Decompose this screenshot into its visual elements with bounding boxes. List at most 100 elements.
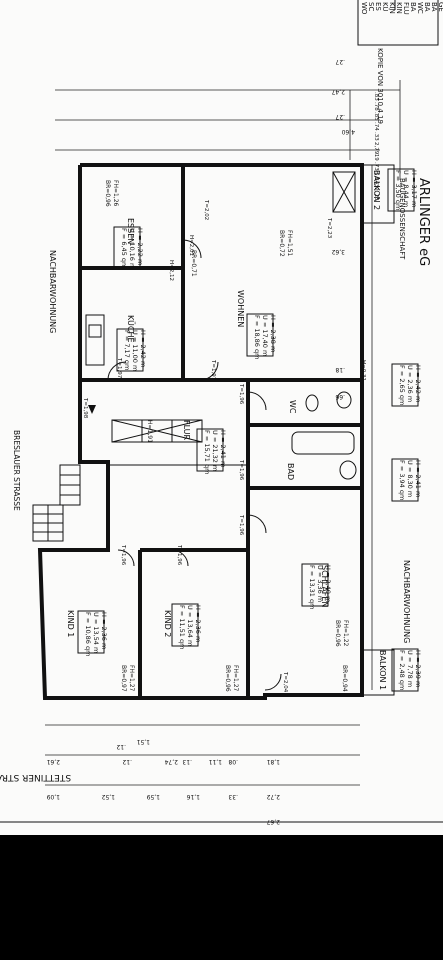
- window-label: FH=1,26: [112, 180, 119, 207]
- room-stat-kind2: F = 11,51 qm: [178, 605, 186, 649]
- room-name-kind1: KIND 1: [66, 610, 75, 637]
- bathtub: [291, 431, 355, 455]
- room-stats-frame-kind2: [171, 603, 199, 647]
- window-label: FH=1,22: [342, 620, 349, 647]
- room-stats-frame-kind1: [77, 610, 105, 654]
- dimension-label-left: .13: [182, 758, 192, 765]
- dimension-label-left: .08: [228, 758, 238, 765]
- room-name-kind2: KIND 2: [163, 610, 172, 637]
- dimension-label-right-inner: .74: [373, 122, 379, 131]
- room-stats-frame-schlafen: [301, 563, 329, 607]
- dimension-label-left: .33: [228, 793, 238, 800]
- outer-walls: [37, 163, 364, 700]
- room-name-balkon1: BALKON 1: [378, 650, 387, 690]
- dimension-label-right: .27: [335, 113, 345, 120]
- wc-washbasin: [336, 391, 352, 409]
- door-label: T=2,23: [326, 217, 332, 239]
- stairwell: [32, 464, 81, 542]
- door-swing: [247, 514, 267, 534]
- dimension-label-left: 1,16: [186, 793, 200, 800]
- door-label: T=1,96: [120, 544, 126, 566]
- dimension-label-left: 1,11: [208, 758, 222, 765]
- legend-item: KIN: [388, 2, 396, 14]
- dimension-label-right-inner: .73: [373, 162, 379, 171]
- door-label: T=2,02: [203, 199, 209, 220]
- door-label: T=1,97: [116, 357, 122, 379]
- room-name-wc: WC: [288, 400, 297, 414]
- room-stats-frame-wohnen: [246, 313, 274, 357]
- company-name-line1: BAUGENOSSENSCHAFT: [398, 178, 406, 260]
- window-label: BR=0,72: [278, 230, 285, 257]
- legend-item: KÜ: [381, 2, 390, 12]
- legend-item: BA: [430, 2, 438, 12]
- room-stat-essen: F = 6,45 qm: [120, 228, 128, 268]
- room-name-flur: FLUR: [182, 420, 191, 441]
- balkon-2-unit: [332, 171, 356, 213]
- door-label: T=1,96: [176, 544, 182, 566]
- room-stat-wohnen: F = 18,86 qm: [253, 315, 261, 359]
- door-swing: [247, 391, 267, 411]
- dimension-label-left: 2,72: [266, 793, 280, 800]
- dimension-label-right-inner: .78: [373, 102, 379, 111]
- door-swing: [182, 239, 202, 259]
- dimension-label-left: 2,67: [266, 818, 280, 825]
- door-swing: [107, 361, 127, 381]
- dimension-label-left: 2,61: [46, 758, 60, 765]
- dimension-label-left: 2,74: [164, 758, 178, 765]
- room-stats-frame-wc: [391, 363, 419, 407]
- door-swing: [199, 361, 219, 381]
- copy-note: KOPIE VON 3010.4.19: [376, 48, 384, 124]
- dimension-label-right-inner: .33: [373, 132, 379, 141]
- room-stat-balkon2: F = 3,50 qm: [394, 170, 402, 210]
- window-label: BR=0,96: [224, 665, 231, 692]
- flur-wardrobe: [111, 419, 203, 443]
- window-label: BR=0,97: [120, 665, 127, 692]
- bad-washbasin: [339, 460, 357, 480]
- street-name-bottom: STETTINER STRASSE: [0, 772, 71, 782]
- legend-box: [357, 0, 439, 46]
- door-label: T=1,96: [238, 514, 244, 536]
- dimension-label-right-inner: 2,79: [373, 142, 379, 155]
- kitchen-counter: [85, 314, 105, 366]
- door-swing: [264, 673, 282, 691]
- dimension-label-right: .18: [335, 366, 345, 373]
- legend-item: WC: [416, 2, 424, 14]
- neighbor-label-left: NACHBARWOHNUNG: [48, 250, 57, 333]
- room-stats-frame-balkon2: [387, 168, 415, 212]
- legend-item: BA: [409, 2, 417, 12]
- room-stats-frame-kueche: [116, 328, 144, 372]
- room-name-balkon2: BALKON 2: [372, 170, 381, 210]
- wc-toilet: [305, 394, 319, 412]
- neighbor-label-right: NACHBARWOHNUNG: [402, 560, 411, 643]
- dimension-label-right: 4,60: [341, 128, 355, 135]
- dimension-label-left: .12: [122, 758, 132, 765]
- dimension-label-right: 2,47: [331, 88, 345, 95]
- room-stats-frame-balkon1: [391, 648, 419, 692]
- room-stat-kind2: U = 13,64 m: [186, 605, 194, 646]
- kitchen-sink: [88, 324, 102, 338]
- room-stats-frame-bad: [391, 458, 419, 502]
- dimension-label-left: .12: [116, 743, 126, 750]
- room-stat-wohnen: U = 17,40 m: [261, 315, 269, 356]
- room-stat-wc: U = 2,36 m: [406, 365, 414, 402]
- room-stat-balkon2: U = 8,44 m: [402, 170, 410, 207]
- room-name-schlafen: SCHLAFEN: [320, 565, 329, 607]
- room-stat-schlafen: F = 13,31 qm: [308, 565, 316, 609]
- room-stat-kueche: U = 11,00 m: [131, 330, 139, 371]
- room-stat-bad: U = 8,30 m: [406, 460, 414, 497]
- dimension-label-right-inner: .32: [373, 182, 379, 191]
- room-stat-kueche: F = 7,17 qm: [123, 330, 131, 370]
- door-label: T=2,04: [282, 671, 288, 693]
- legend-item: KIN: [395, 2, 403, 14]
- dimension-label-left: 1,59: [146, 793, 160, 800]
- legend-item: ES: [374, 2, 382, 11]
- legend-item: SC: [367, 2, 375, 11]
- door-swing: [117, 549, 135, 567]
- dimension-label-right-inner: 1,64: [373, 172, 379, 185]
- window-label: BR=0,96: [334, 620, 341, 647]
- dimension-label-left: 1,51: [136, 738, 150, 745]
- dimension-label-right-inner: .25: [373, 192, 379, 201]
- room-name-essen: ESSEN: [126, 218, 135, 244]
